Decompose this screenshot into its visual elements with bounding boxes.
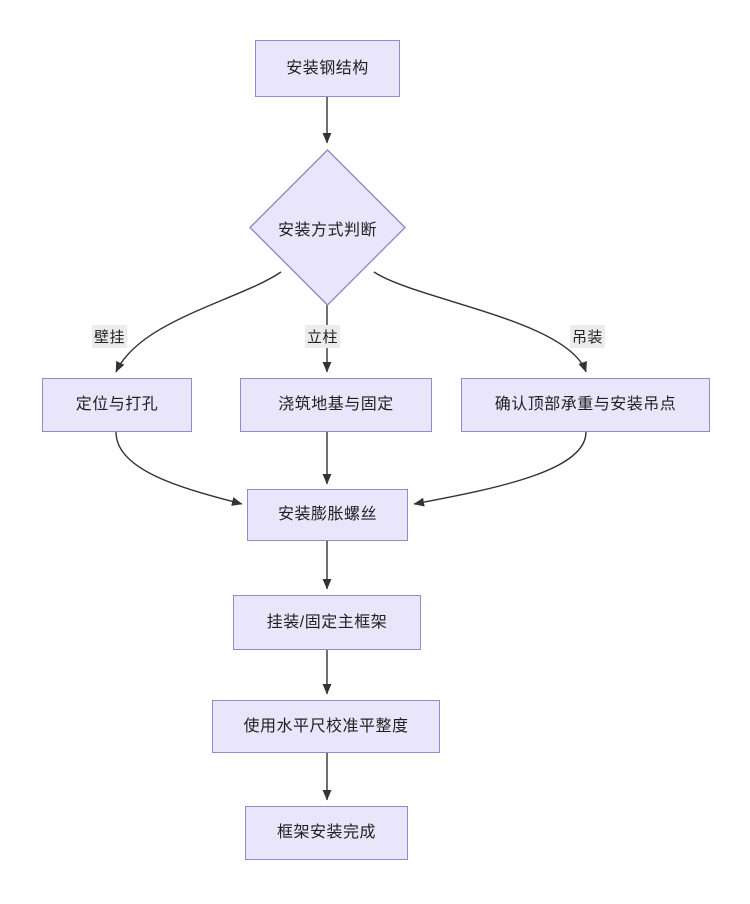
node-label-install-steel-structure: 安装钢结构 <box>286 59 369 77</box>
node-label-frame-installation-complete: 框架安装完成 <box>276 824 376 842</box>
edge-label-wall-mount: 壁挂 <box>92 325 128 348</box>
node-label-installation-method-decision: 安装方式判断 <box>277 221 377 239</box>
edge-branch-right-to-anchor-bolts <box>413 431 587 507</box>
edge-branch-left-to-anchor-bolts <box>115 431 243 506</box>
node-level-calibration[interactable]: 使用水平尺校准平整度 <box>212 700 440 753</box>
edge-label-hoist: 吊装 <box>570 325 606 348</box>
node-label-install-expansion-bolts: 安装膨胀螺丝 <box>277 506 377 524</box>
node-install-steel-structure[interactable]: 安装钢结构 <box>255 40 400 97</box>
node-mount-fix-main-frame[interactable]: 挂装/固定主框架 <box>233 595 421 650</box>
node-confirm-roof-load-and-lifting-points[interactable]: 确认顶部承重与安装吊点 <box>461 378 710 432</box>
node-pour-foundation-and-fix[interactable]: 浇筑地基与固定 <box>240 378 432 432</box>
diamond-shape <box>249 149 406 306</box>
node-locate-and-drill[interactable]: 定位与打孔 <box>42 378 192 432</box>
node-install-expansion-bolts[interactable]: 安装膨胀螺丝 <box>247 489 408 541</box>
edge-label-column: 立柱 <box>305 325 341 348</box>
node-label-locate-and-drill: 定位与打孔 <box>75 396 159 414</box>
node-frame-installation-complete[interactable]: 框架安装完成 <box>245 806 408 860</box>
node-label-mount-fix-main-frame: 挂装/固定主框架 <box>266 613 388 631</box>
node-label-level-calibration: 使用水平尺校准平整度 <box>243 717 409 735</box>
node-label-confirm-roof-load-and-lifting-points: 确认顶部承重与安装吊点 <box>494 396 677 414</box>
node-label-pour-foundation-and-fix: 浇筑地基与固定 <box>278 396 394 414</box>
node-installation-method-decision[interactable]: 安装方式判断 <box>249 149 406 306</box>
